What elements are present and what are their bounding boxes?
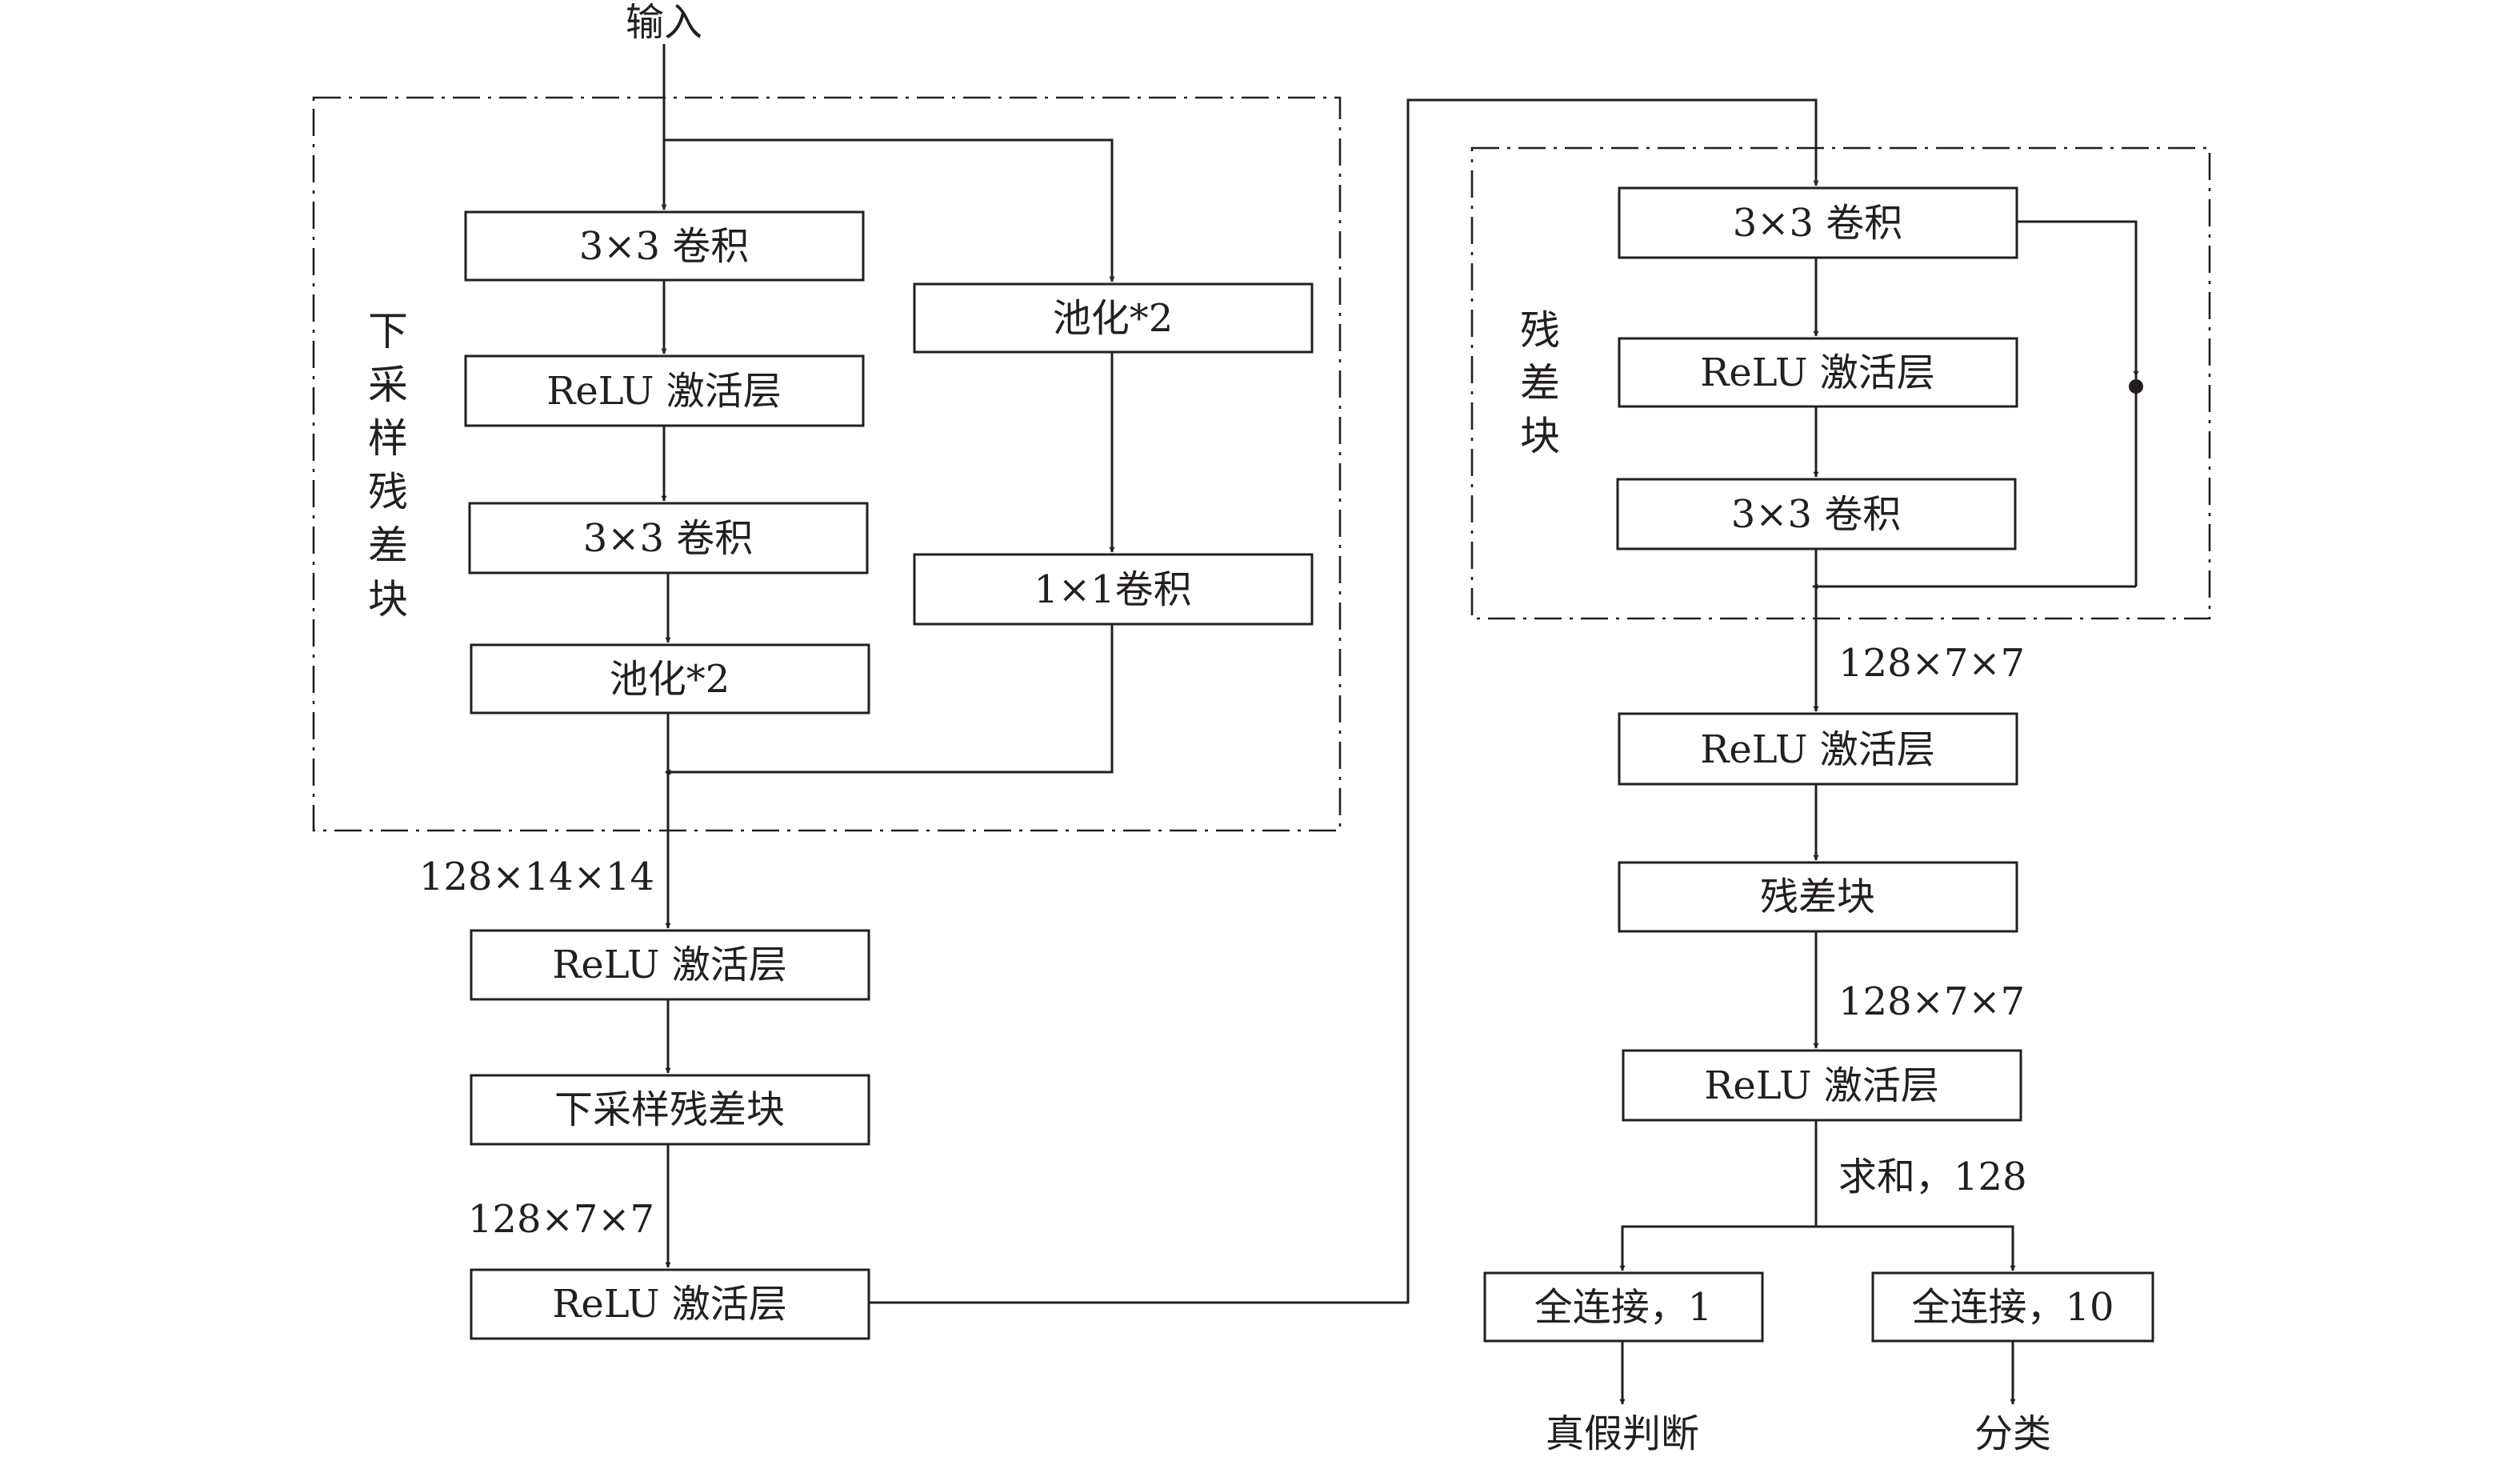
residual-title-char: 块 xyxy=(1520,413,1560,459)
svg-text:ReLU 激活层: ReLU 激活层 xyxy=(1704,1063,1939,1108)
left-relu-1-node: ReLU 激活层 xyxy=(470,929,870,1001)
downsample-title-char: 样 xyxy=(368,415,408,462)
svg-text:ReLU 激活层: ReLU 激活层 xyxy=(552,1282,787,1327)
right-relu-2-node: ReLU 激活层 xyxy=(1622,1049,2022,1122)
svg-text:残差块: 残差块 xyxy=(1760,875,1875,919)
ds-relu-node: ReLU 激活层 xyxy=(464,354,865,427)
junction-dot xyxy=(2129,379,2143,394)
shape-label: 128×7×7 xyxy=(468,1197,654,1242)
svg-text:3×3 卷积: 3×3 卷积 xyxy=(583,516,754,561)
downsample-title-char: 块 xyxy=(368,576,408,622)
svg-text:ReLU 激活层: ReLU 激活层 xyxy=(1700,727,1935,772)
ds-conv1x1-node: 1×1卷积 xyxy=(913,553,1314,626)
svg-text:1×1卷积: 1×1卷积 xyxy=(1034,567,1191,612)
output-class-label: 分类 xyxy=(1974,1411,2051,1456)
downsample-title-char: 下 xyxy=(368,308,408,354)
svg-text:3×3 卷积: 3×3 卷积 xyxy=(579,224,750,269)
downsample-title-char: 采 xyxy=(368,362,408,408)
left-relu-2-node: ReLU 激活层 xyxy=(470,1268,870,1340)
left-downsample-node: 下采样残差块 xyxy=(470,1074,870,1146)
ds-pool-main-node: 池化*2 xyxy=(470,643,870,714)
res-conv2-node: 3×3 卷积 xyxy=(1616,478,2017,550)
downsample-block-title: 下 采 样 残 差 块 xyxy=(368,308,408,622)
right-connectors xyxy=(1619,220,2139,1405)
ds-conv1-node: 3×3 卷积 xyxy=(464,210,865,282)
svg-text:ReLU 激活层: ReLU 激活层 xyxy=(1700,350,1935,395)
downsample-block-frame xyxy=(312,96,1342,832)
svg-text:池化*2: 池化*2 xyxy=(610,657,730,702)
res-conv1-node: 3×3 卷积 xyxy=(1618,186,2018,259)
residual-block-frame xyxy=(1470,146,2211,620)
downsample-title-char: 残 xyxy=(368,469,408,515)
svg-text:池化*2: 池化*2 xyxy=(1053,296,1174,341)
svg-text:ReLU 激活层: ReLU 激活层 xyxy=(552,943,787,987)
ds-pool-skip-node: 池化*2 xyxy=(913,282,1314,354)
downsample-title-char: 差 xyxy=(368,522,408,569)
sum-label: 求和，128 xyxy=(1838,1155,2027,1199)
residual-title-char: 残 xyxy=(1520,307,1560,354)
right-relu-1-node: ReLU 激活层 xyxy=(1618,712,2018,786)
fc-10-node: 全连接，10 xyxy=(1871,1271,2154,1343)
svg-text:ReLU 激活层: ReLU 激活层 xyxy=(546,369,782,414)
shape-label: 128×7×7 xyxy=(1838,641,2025,686)
svg-text:3×3 卷积: 3×3 卷积 xyxy=(1733,201,1903,246)
svg-text:3×3 卷积: 3×3 卷积 xyxy=(1731,492,1902,537)
right-residual-node: 残差块 xyxy=(1618,861,2018,933)
svg-text:全连接，10: 全连接，10 xyxy=(1911,1285,2114,1330)
residual-block-title: 残 差 块 xyxy=(1520,307,1560,459)
fc-1-node: 全连接，1 xyxy=(1483,1271,1764,1343)
input-label: 输入 xyxy=(626,0,702,45)
res-relu-node: ReLU 激活层 xyxy=(1618,337,2018,408)
shape-label: 128×7×7 xyxy=(1838,979,2025,1024)
output-real-fake-label: 真假判断 xyxy=(1546,1411,1699,1456)
left-connectors xyxy=(661,44,1819,1304)
svg-text:全连接，1: 全连接，1 xyxy=(1534,1285,1713,1330)
shape-label: 128×14×14 xyxy=(419,855,654,899)
svg-text:下采样残差块: 下采样残差块 xyxy=(554,1087,785,1132)
residual-title-char: 差 xyxy=(1520,360,1560,406)
ds-conv2-node: 3×3 卷积 xyxy=(468,502,869,574)
